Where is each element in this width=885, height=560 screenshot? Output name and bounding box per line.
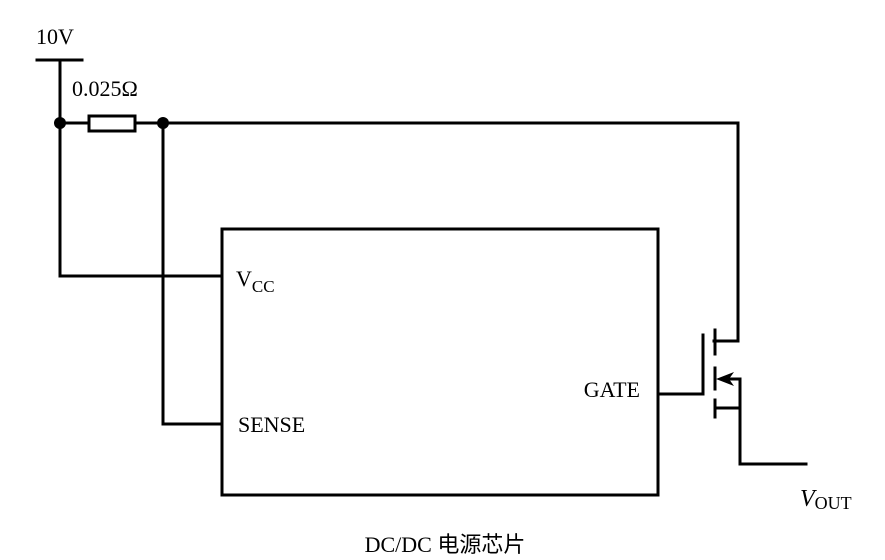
arrow-icon	[716, 372, 734, 386]
supply-label: 10V	[36, 24, 74, 49]
resistor-body	[87, 114, 137, 133]
output-main: V	[800, 486, 817, 512]
wire-vcc	[58, 121, 224, 278]
resistor-label: 0.025Ω	[72, 76, 138, 101]
wire-source	[713, 406, 808, 466]
output-label: VOUT	[800, 486, 852, 513]
wire-gate	[656, 333, 705, 396]
output-sub: OUT	[815, 493, 852, 513]
wire-sense	[161, 121, 224, 426]
chip-body	[220, 227, 660, 497]
pin-gate-label: GATE	[584, 377, 640, 402]
pin-sense-label: SENSE	[238, 412, 305, 437]
dc-dc-chip: VCC SENSE GATE DC/DC 电源芯片	[220, 227, 660, 557]
pin-vcc-main: V	[236, 266, 252, 291]
supply-terminal: 10V	[35, 24, 84, 125]
pin-vcc-label: VCC	[236, 266, 275, 296]
sense-resistor: 0.025Ω	[58, 76, 165, 133]
pin-vcc-sub: CC	[252, 277, 275, 296]
wire-to-drain	[161, 121, 740, 343]
mosfet	[656, 328, 808, 466]
chip-caption: DC/DC 电源芯片	[365, 532, 526, 557]
